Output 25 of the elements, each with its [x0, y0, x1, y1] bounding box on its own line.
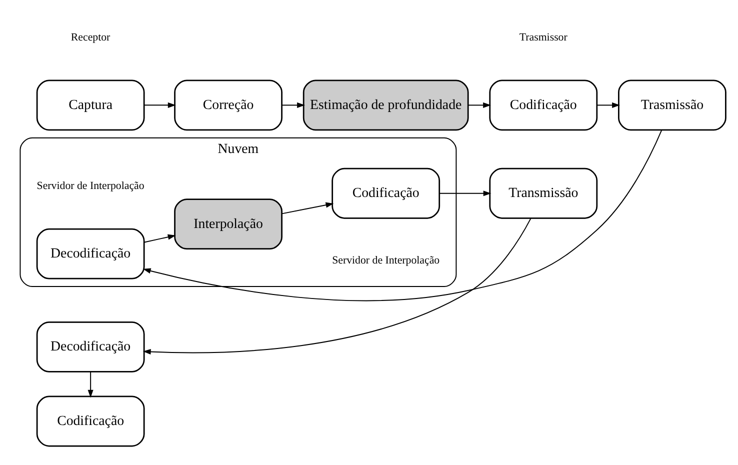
- node-box: Codificação: [36, 395, 145, 446]
- arrow: [596, 102, 620, 108]
- node-box: Decodificação: [36, 320, 145, 372]
- label: Receptor: [70, 31, 110, 44]
- arrow: [439, 190, 492, 196]
- arrow: [144, 234, 176, 242]
- node-box: Correção: [174, 79, 282, 130]
- node-box: Codificação: [332, 167, 440, 218]
- arrow: [142, 129, 662, 301]
- label: Trasmissor: [519, 31, 568, 44]
- node-box: Captura: [36, 79, 145, 130]
- arrow: [144, 102, 176, 108]
- arrow: [88, 371, 94, 398]
- arrow: [142, 217, 532, 354]
- node-box: Estimação de profundidade: [302, 79, 469, 130]
- node-box: Codificação: [489, 79, 598, 130]
- arrow: [281, 202, 334, 214]
- node-box: Trasmissão: [618, 79, 726, 130]
- arrow: [468, 102, 491, 108]
- node-box: Interpolação: [174, 198, 282, 250]
- node-box: Decodificação: [36, 228, 145, 279]
- arrow: [281, 102, 305, 108]
- label: Servidor de Interpolação: [36, 180, 144, 192]
- node-box: Transmissão: [489, 167, 598, 218]
- label: Servidor de Interpolação: [332, 254, 440, 266]
